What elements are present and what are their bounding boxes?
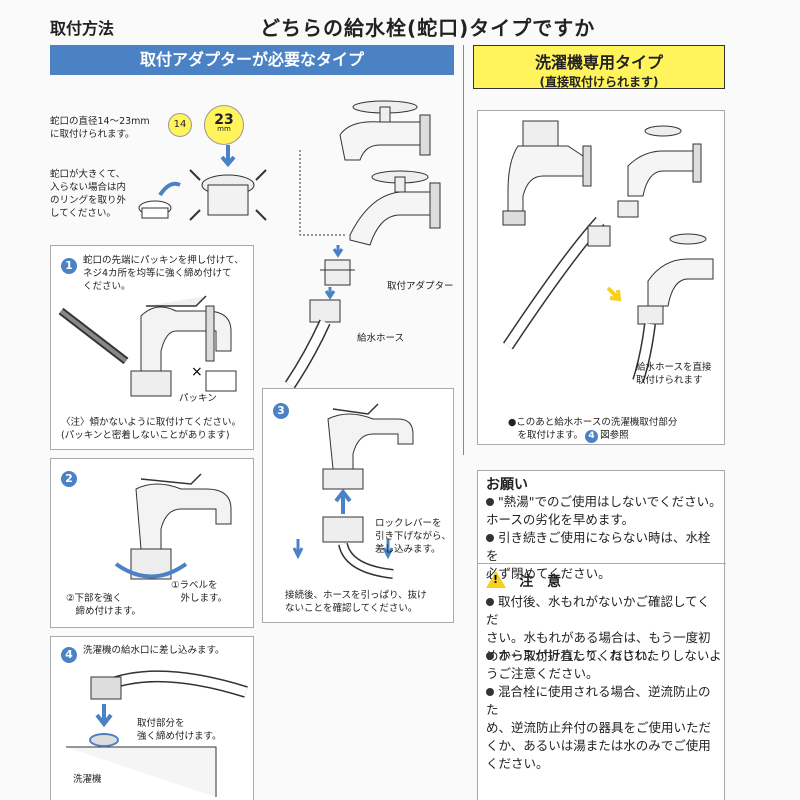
bullet-icon	[486, 498, 494, 506]
adapter-diagram	[138, 145, 267, 221]
step3-illustration	[292, 403, 414, 579]
caution-header: ! 注 意	[486, 571, 561, 592]
column-divider	[463, 45, 464, 455]
bullet-icon	[486, 598, 494, 606]
diameter-max-badge: 23 mm	[204, 105, 244, 145]
bullet-icon	[486, 688, 494, 696]
step2-label1: ①ラベルを 外します。	[171, 580, 228, 604]
hose-label: 給水ホース	[357, 333, 405, 344]
bullet-icon	[486, 534, 494, 542]
page-title: どちらの給水栓(蛇口)タイプですか	[260, 16, 596, 40]
step3-number: 3	[273, 403, 289, 419]
notice-divider	[478, 563, 726, 564]
step2-panel: 2 ①ラベルを 外します。 ②下部を強く 締め付けます。	[50, 458, 254, 628]
washer-type-title: 洗濯機専用タイプ	[534, 53, 663, 72]
washer-label: 洗濯機	[73, 774, 102, 785]
ring-note: 蛇口が大きくて、 入らない場合は内 のリングを取り外 してください。	[50, 169, 127, 219]
caution-item-3: 混合栓に使用される場合、逆流防止のた め、逆流防止弁付の器具をご使用いただ くか…	[486, 684, 712, 771]
washer-type-band: 洗濯機専用タイプ (直接取付けられます)	[473, 45, 725, 89]
step4-illustration	[66, 670, 248, 797]
request-title: お願い	[486, 477, 528, 493]
caution-title: 注 意	[519, 574, 562, 590]
step1-number: 1	[61, 258, 77, 274]
notice-panel: お願い "熱湯"でのご使用はしないでください。 ホースの劣化を早めます。 引き続…	[477, 470, 726, 800]
diameter-min-badge: 14	[168, 113, 192, 137]
step2-illustration	[114, 473, 232, 580]
step1-illustration: ×	[58, 295, 237, 397]
step4-ref-badge: 4	[585, 430, 599, 443]
svg-text:×: ×	[191, 364, 203, 380]
step3-lever-note: ロックレバーを 引き下げながら、 差し込みます。	[375, 518, 452, 555]
step2-label2: ②下部を強く 締め付けます。	[66, 593, 142, 617]
caution-item-2: ホースが折れたり、ねじれたりしないよ うご注意ください。	[486, 648, 722, 681]
packing-label: パッキン	[179, 393, 217, 404]
washer-type-subtitle: (直接取付けられます)	[539, 75, 659, 89]
step1-note: 〈注〉傾かないように取付けてください。 (パッキンと密着しないことがあります)	[61, 417, 242, 441]
washer-type-panel: 給水ホースを直接 取付けられます ●このあと給水ホースの洗濯機取付部分 を取付け…	[477, 110, 725, 445]
step3-panel: 3 ロックレバーを 引き下げながら、 差し込みます。 接続後、ホースを引っぱり、…	[262, 388, 454, 623]
request-item-2: 引き続きご使用にならない時は、水栓を 必ず閉めてください。	[486, 530, 711, 581]
direct-hose-label: 給水ホースを直接 取付けられます	[636, 362, 712, 386]
step3-check-note: 接続後、ホースを引っぱり、抜け ないことを確認してください。	[285, 590, 427, 614]
section-title: 取付方法	[50, 19, 115, 38]
caution-item-1: 取付後、水もれがないかご確認してくだ さい。水もれがある場合は、もう一度初 めか…	[486, 594, 711, 663]
faucet-adapter-diagram	[285, 100, 441, 389]
request-item-1: "熱湯"でのご使用はしないでください。 ホースの劣化を早めます。	[486, 494, 722, 527]
washer-faucet-diagram	[502, 120, 714, 383]
warning-icon: !	[486, 571, 506, 588]
step4-number: 4	[61, 647, 77, 663]
adapter-type-band: 取付アダプターが必要なタイプ	[50, 45, 454, 75]
bullet-icon	[486, 652, 494, 660]
step4-tighten-label: 取付部分を 強く締め付けます。	[137, 718, 222, 742]
step2-number: 2	[61, 471, 77, 487]
step4-text: 洗濯機の給水口に差し込みます。	[83, 645, 225, 656]
adapter-label: 取付アダプター	[387, 281, 454, 292]
step1-panel: 1 蛇口の先端にパッキンを押し付けて、 ネジ4カ所を均等に強く締め付けて くださ…	[50, 245, 254, 450]
step1-text: 蛇口の先端にパッキンを押し付けて、 ネジ4カ所を均等に強く締め付けて ください。	[83, 255, 244, 292]
diameter-text: 蛇口の直径14～23mm に取付けられます。	[50, 116, 150, 140]
step4-panel: 4 洗濯機の給水口に差し込みます。 取付部分を 強く締め付けます。 洗濯機	[50, 636, 254, 800]
